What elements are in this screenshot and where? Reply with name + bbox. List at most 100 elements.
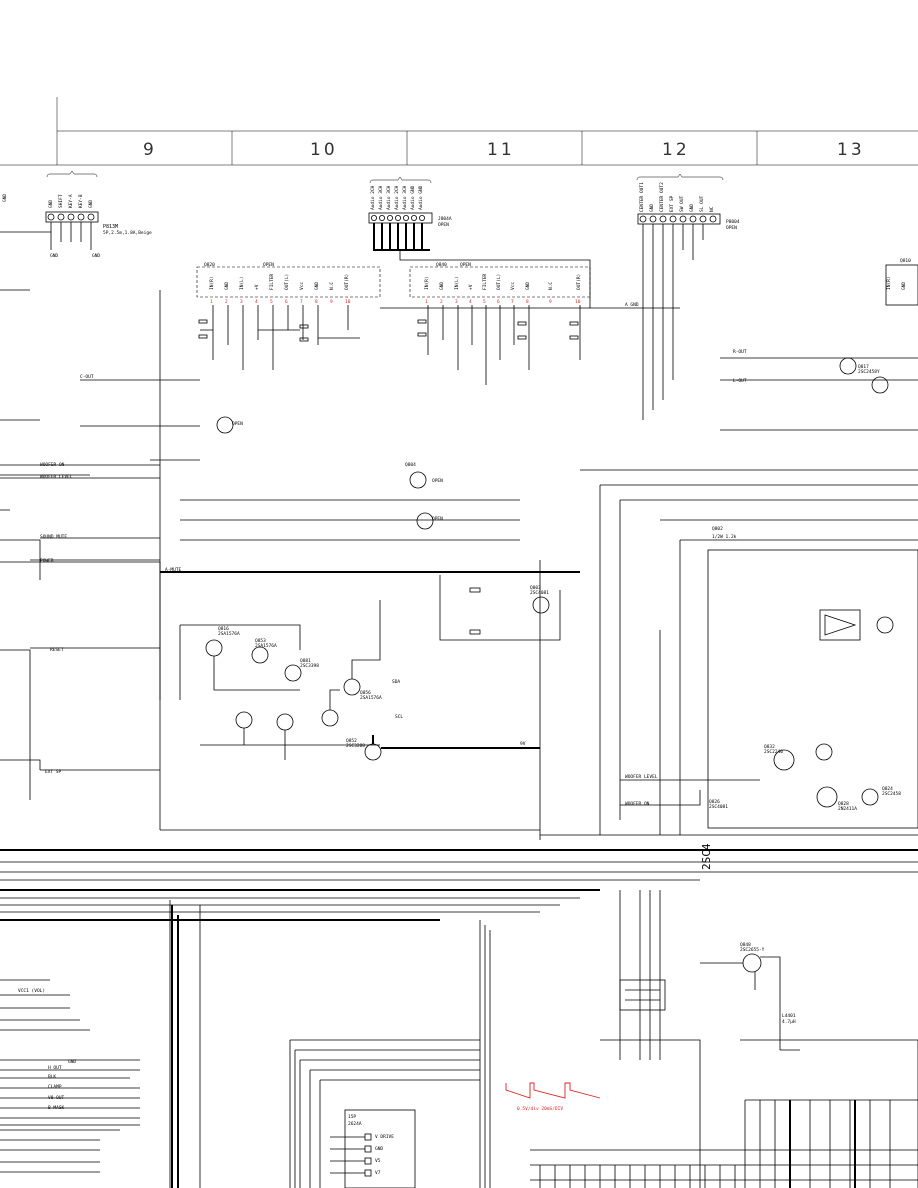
svg-text:2SA1576A: 2SA1576A: [255, 643, 277, 649]
net-v-out: V0 OUT: [48, 1095, 65, 1101]
svg-text:Q817: Q817: [858, 364, 869, 370]
ic-q820: Q820 OPEN IN(R) GND IN(L) +V FILTER OUT(…: [196, 262, 381, 370]
svg-text:CENTER OUT2: CENTER OUT2: [659, 182, 665, 212]
l4401: L4401: [782, 1013, 796, 1019]
svg-text:IN(L): IN(L): [239, 276, 245, 290]
svg-text:2SC3398: 2SC3398: [300, 663, 319, 669]
svg-text:FILTER: FILTER: [269, 273, 275, 290]
svg-text:Q856: Q856: [360, 690, 371, 696]
transistor-cluster-mid: Q816 2SA1576A Q853 2SA1576A Q881 2SC3398…: [179, 416, 561, 761]
svg-text:3: 3: [455, 299, 458, 305]
left-bus: WOOFER ON WOOFER LEVEL SOUND MUTE POWER …: [0, 289, 580, 840]
svg-text:GND: GND: [689, 204, 695, 212]
svg-text:2SC2240: 2SC2240: [764, 749, 783, 755]
svg-text:V5: V5: [375, 1158, 381, 1164]
column-13: 13: [837, 140, 865, 160]
connector-p813m: GND SHIFT KEY-A KEY-B GND P813M 5P,2.5m,…: [0, 170, 152, 259]
svg-text:6: 6: [285, 299, 288, 305]
net-h-out: H OUT: [48, 1065, 62, 1071]
svg-text:N.C: N.C: [548, 282, 554, 290]
q802-resistor: 1/2W 1.2k: [712, 534, 737, 540]
svg-text:5: 5: [483, 299, 486, 305]
svg-text:IN(R): IN(R): [424, 276, 430, 290]
svg-text:Q848: Q848: [740, 942, 751, 948]
waveform-trace: [505, 1082, 601, 1099]
svg-text:2SC2458: 2SC2458: [882, 791, 901, 797]
p8004-name: P8004: [726, 219, 740, 225]
q840-status: OPEN: [460, 262, 471, 268]
svg-text:IN(R): IN(R): [209, 276, 215, 290]
svg-text:IN(L): IN(L): [454, 276, 460, 290]
p813m-gnd-a: GND: [50, 253, 58, 259]
net-gnd-lower: GND: [68, 1059, 76, 1065]
svg-text:OUT(L): OUT(L): [284, 274, 290, 290]
svg-text:2SC4081: 2SC4081: [530, 590, 549, 596]
q802-ref: Q802: [712, 526, 723, 532]
svg-text:7: 7: [511, 299, 514, 305]
q820-ref: Q820: [204, 262, 215, 268]
svg-text:Q804: Q804: [405, 462, 416, 468]
svg-text:SW OUT: SW OUT: [679, 195, 685, 212]
svg-text:GND: GND: [649, 204, 655, 212]
svg-text:Audio GND: Audio GND: [418, 185, 424, 210]
svg-text:OUT(R): OUT(R): [344, 274, 350, 290]
svg-text:Audio 2CH: Audio 2CH: [394, 185, 400, 210]
svg-text:6: 6: [497, 299, 500, 305]
svg-text:1: 1: [425, 299, 428, 305]
svg-text:Q824: Q824: [882, 786, 893, 792]
svg-text:Audio 3CH: Audio 3CH: [378, 185, 384, 210]
lower-bus: VCC1 (VOL) GND H OUT BLK CLAMP V0 OUT B …: [0, 849, 918, 1188]
net-clamp: CLAMP: [48, 1084, 62, 1090]
svg-text:EXT SP: EXT SP: [669, 195, 675, 212]
l4401-value: 4.7μH: [782, 1019, 796, 1025]
p813m-desc: 5P,2.5m,1.8A,Beige: [103, 230, 152, 236]
amplifier-block-right: Q802 1/2W 1.2k Q832 2SC2240 Q828 2N2411A…: [540, 258, 918, 836]
p813m-pin-5: GND: [88, 200, 94, 208]
woofer-level-right: WOOFER LEVEL: [625, 774, 658, 780]
a-gnd-label: A GND: [625, 302, 639, 308]
svg-text:+V: +V: [468, 284, 474, 290]
svg-text:2N2411A: 2N2411A: [838, 806, 857, 812]
net-l-out: L-OUT: [733, 378, 747, 384]
svg-text:OPEN: OPEN: [232, 421, 243, 427]
svg-text:GND: GND: [525, 282, 531, 290]
ic-bottom-part: 2624A: [348, 1121, 362, 1127]
svg-text:Q852: Q852: [346, 738, 357, 744]
svg-text:V DRIVE: V DRIVE: [375, 1134, 394, 1140]
column-11: 11: [487, 140, 515, 160]
bus-scl: SCL: [395, 714, 403, 720]
j804a-name: J804A: [438, 216, 452, 222]
svg-text:2SA1576A: 2SA1576A: [218, 631, 240, 637]
svg-text:9: 9: [549, 299, 552, 305]
net-power: POWER: [40, 558, 54, 564]
svg-text:Vcc: Vcc: [510, 282, 516, 290]
svg-text:OUT(L): OUT(L): [496, 274, 502, 290]
svg-text:2: 2: [440, 299, 443, 305]
svg-text:2SC2458Y: 2SC2458Y: [858, 369, 880, 375]
svg-text:SL OUT: SL OUT: [699, 195, 705, 212]
net-b-mask: B MASK: [48, 1105, 65, 1111]
svg-text:CENTER OUT1: CENTER OUT1: [639, 182, 645, 212]
svg-text:IN(R): IN(R): [886, 276, 892, 290]
svg-text:8: 8: [526, 299, 529, 305]
svg-text:8: 8: [315, 299, 318, 305]
column-10: 10: [310, 140, 338, 160]
net-vcc1: VCC1 (VOL): [18, 988, 45, 994]
p813m-pin-2: SHIFT: [58, 194, 64, 208]
svg-text:Q828: Q828: [838, 801, 849, 807]
side-label-2sc4: 2SC4: [700, 843, 713, 870]
q820-status: OPEN: [263, 262, 274, 268]
svg-text:N.C: N.C: [329, 282, 335, 290]
net-woofer-level: WOOFER LEVEL: [40, 474, 73, 480]
svg-text:2SA1576A: 2SA1576A: [360, 695, 382, 701]
svg-text:GND: GND: [224, 282, 230, 290]
svg-text:+V: +V: [254, 284, 260, 290]
svg-text:OPEN: OPEN: [432, 516, 443, 522]
p813m-pin-1: GND: [48, 200, 54, 208]
p813m-gnd-left: GND: [2, 194, 8, 202]
svg-text:2SC4081: 2SC4081: [709, 804, 728, 810]
woofer-on-right: WOOFER ON: [625, 801, 650, 807]
p813m-name: P813M: [103, 224, 118, 230]
net-blk: BLK: [48, 1074, 56, 1080]
q810-ref: Q810: [900, 258, 911, 264]
